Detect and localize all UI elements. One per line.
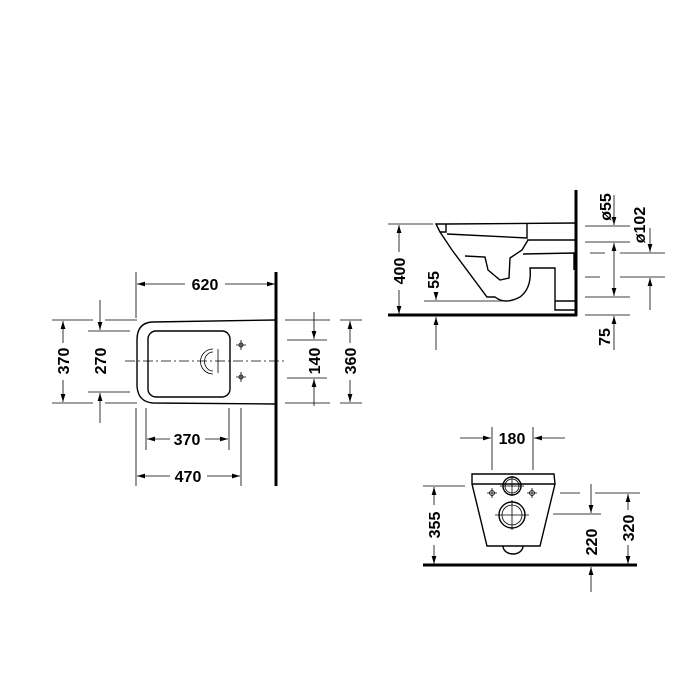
front-view: 180 355 220 320 (423, 427, 640, 592)
dim-470: 470 (175, 469, 202, 486)
dim-75: 75 (597, 328, 614, 346)
fixing-hole-icon (527, 488, 537, 498)
dim-320: 320 (621, 515, 638, 542)
outlet (200, 348, 219, 375)
dim-370-bowl: 370 (174, 432, 201, 449)
top-view: 620 370 270 140 360 370 470 (52, 272, 362, 486)
dim-180: 180 (499, 431, 526, 448)
fixing-hole-icon (487, 488, 497, 498)
side-view: 400 55 ø55 ø102 75 (388, 190, 665, 350)
toilet-profile (434, 222, 577, 311)
outlet-circle (495, 500, 529, 530)
dim-270: 270 (93, 348, 110, 375)
bowl-inner (147, 330, 231, 398)
dim-dia-55: ø55 (598, 193, 615, 221)
toilet-front (471, 473, 556, 547)
outlet-bump (502, 545, 524, 555)
dim-620: 620 (192, 277, 219, 294)
dim-355: 355 (427, 512, 444, 539)
dim-360: 360 (343, 348, 360, 375)
dim-370-depth: 370 (56, 348, 73, 375)
dim-220: 220 (584, 529, 601, 556)
dim-140: 140 (307, 348, 324, 375)
dim-dia-102: ø102 (632, 207, 649, 244)
bowl-outline (136, 319, 277, 405)
inlet-circle (500, 476, 524, 496)
fixing-hole-icon (236, 340, 246, 350)
fixing-hole-icon (236, 372, 246, 382)
dim-400: 400 (392, 258, 409, 285)
dim-55: 55 (426, 271, 443, 289)
